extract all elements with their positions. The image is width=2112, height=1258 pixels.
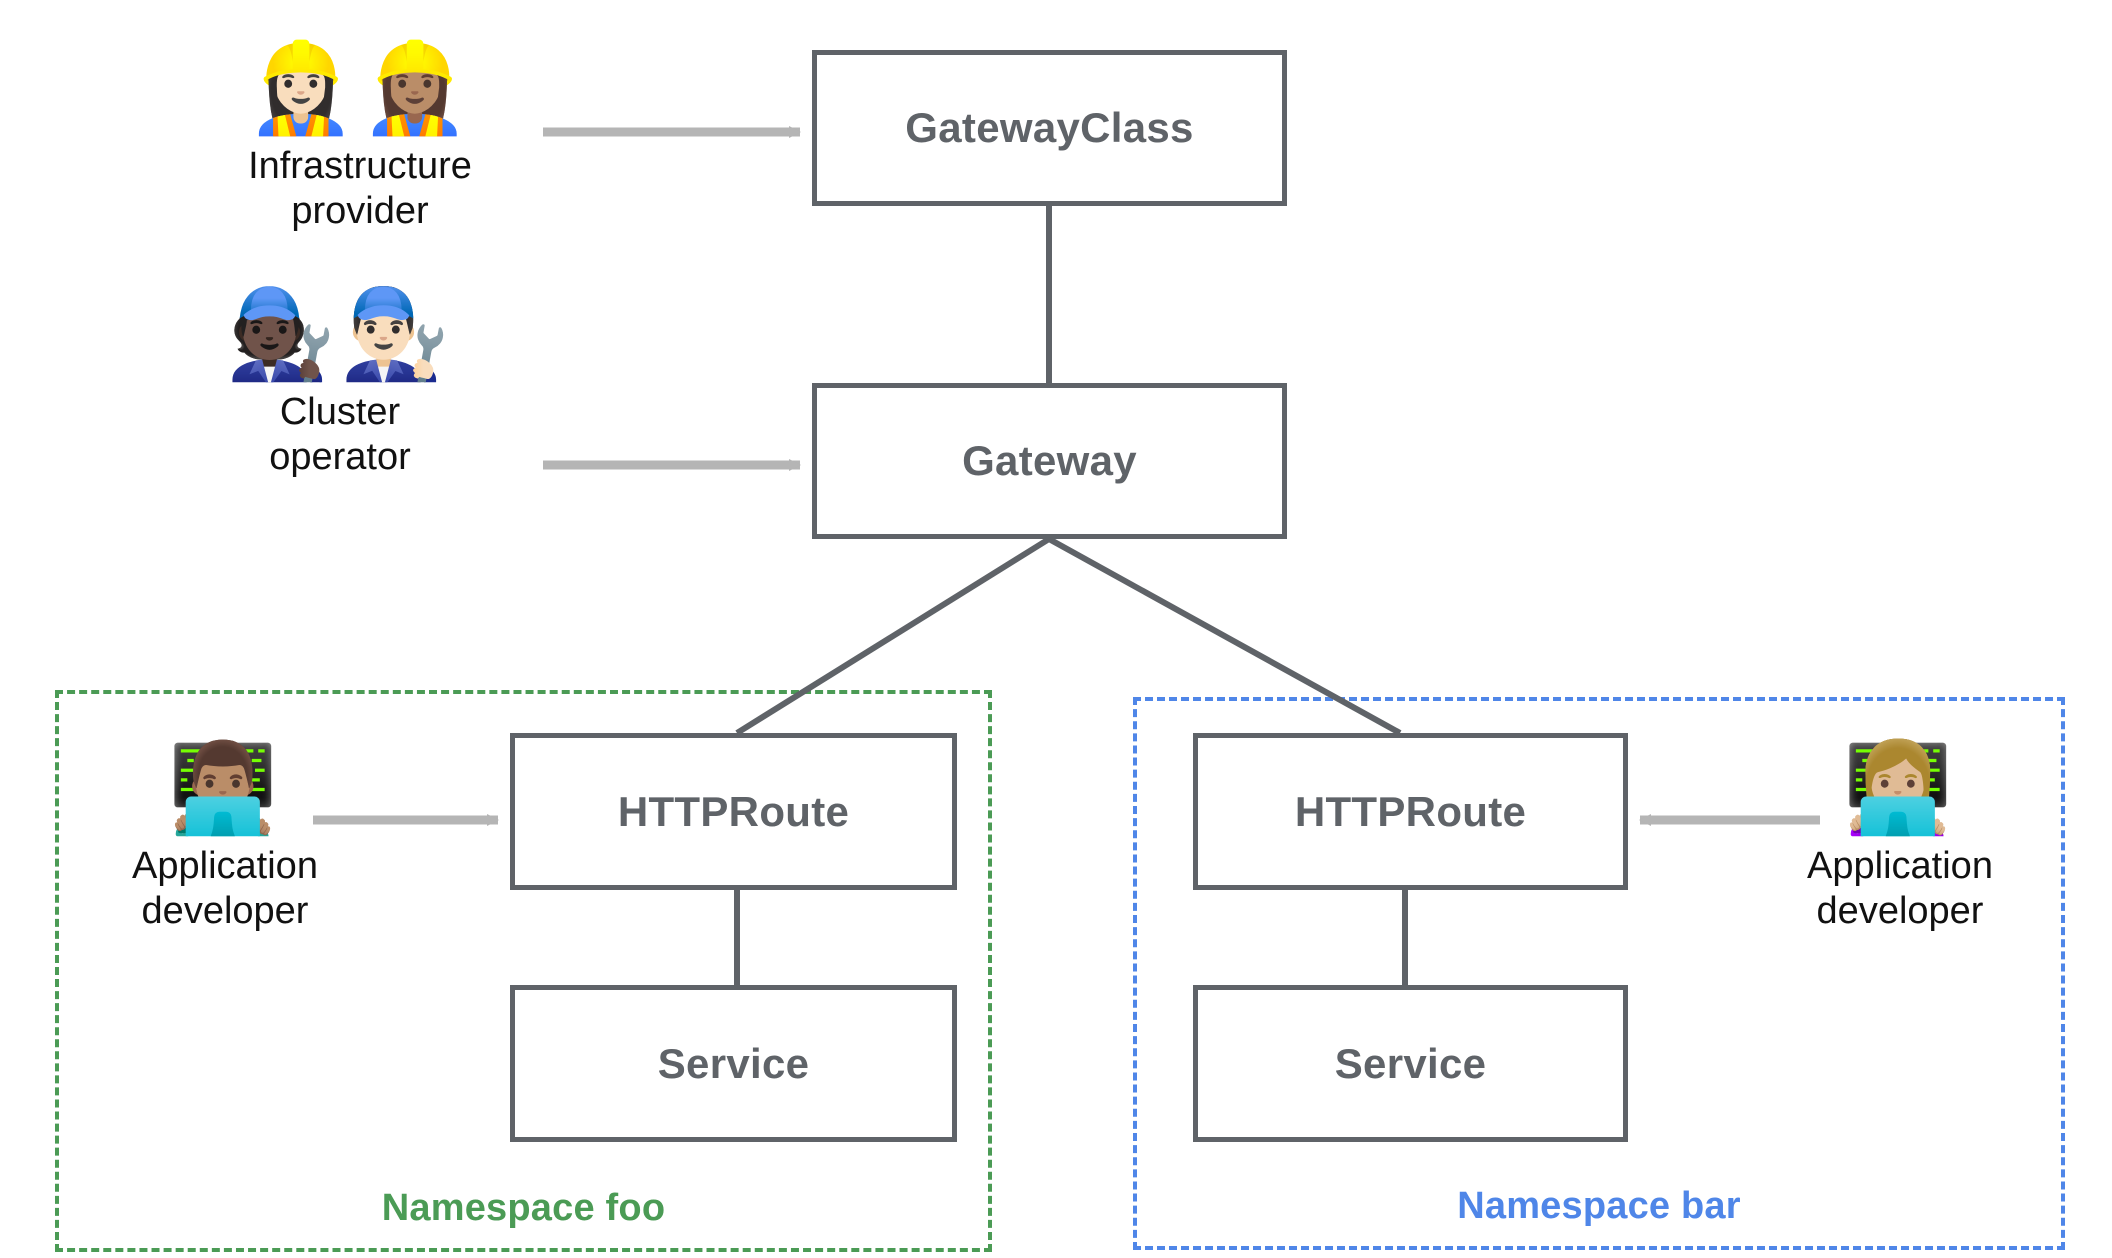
node-gateway[interactable]: Gateway [812, 383, 1287, 539]
persona-application-developer-foo: 👨🏽‍💻 Application developer [105, 738, 345, 934]
namespace-foo-boundary: Namespace foo [55, 690, 992, 1252]
node-gateway-label: Gateway [962, 437, 1137, 484]
mechanics-icon: 🧑🏿‍🔧👨🏻‍🔧 [226, 284, 454, 383]
namespace-foo-label: Namespace foo [381, 1187, 666, 1229]
persona-application-developer-bar-label: Application developer [1807, 845, 1993, 933]
node-httproute-foo[interactable]: HTTPRoute [510, 733, 957, 890]
node-httproute-bar[interactable]: HTTPRoute [1193, 733, 1628, 890]
persona-cluster-operator: 🧑🏿‍🔧👨🏻‍🔧 Cluster operator [190, 284, 490, 480]
node-service-foo-label: Service [657, 1039, 810, 1087]
node-httproute-bar-label: HTTPRoute [1294, 787, 1527, 835]
namespace-bar-label: Namespace bar [1457, 1185, 1741, 1227]
node-gatewayclass[interactable]: GatewayClass [812, 50, 1287, 206]
persona-application-developer-bar: 👩🏼‍💻 Application developer [1780, 738, 2020, 934]
persona-application-developer-foo-label: Application developer [132, 845, 318, 933]
persona-cluster-operator-label: Cluster operator [269, 391, 411, 479]
technologist-icon: 👨🏽‍💻 [168, 738, 282, 837]
node-service-bar-label: Service [1334, 1039, 1487, 1087]
persona-infrastructure-provider: 👷🏻‍♀️👷🏽‍♀️ Infrastructure provider [210, 38, 510, 234]
persona-infrastructure-provider-label: Infrastructure provider [248, 145, 472, 233]
construction-workers-icon: 👷🏻‍♀️👷🏽‍♀️ [246, 38, 474, 137]
node-gatewayclass-label: GatewayClass [905, 104, 1194, 151]
technologist-icon: 👩🏼‍💻 [1843, 738, 1957, 837]
namespace-bar-boundary: Namespace bar [1133, 697, 2065, 1250]
node-httproute-foo-label: HTTPRoute [617, 787, 850, 835]
node-service-foo[interactable]: Service [510, 985, 957, 1142]
node-service-bar[interactable]: Service [1193, 985, 1628, 1142]
